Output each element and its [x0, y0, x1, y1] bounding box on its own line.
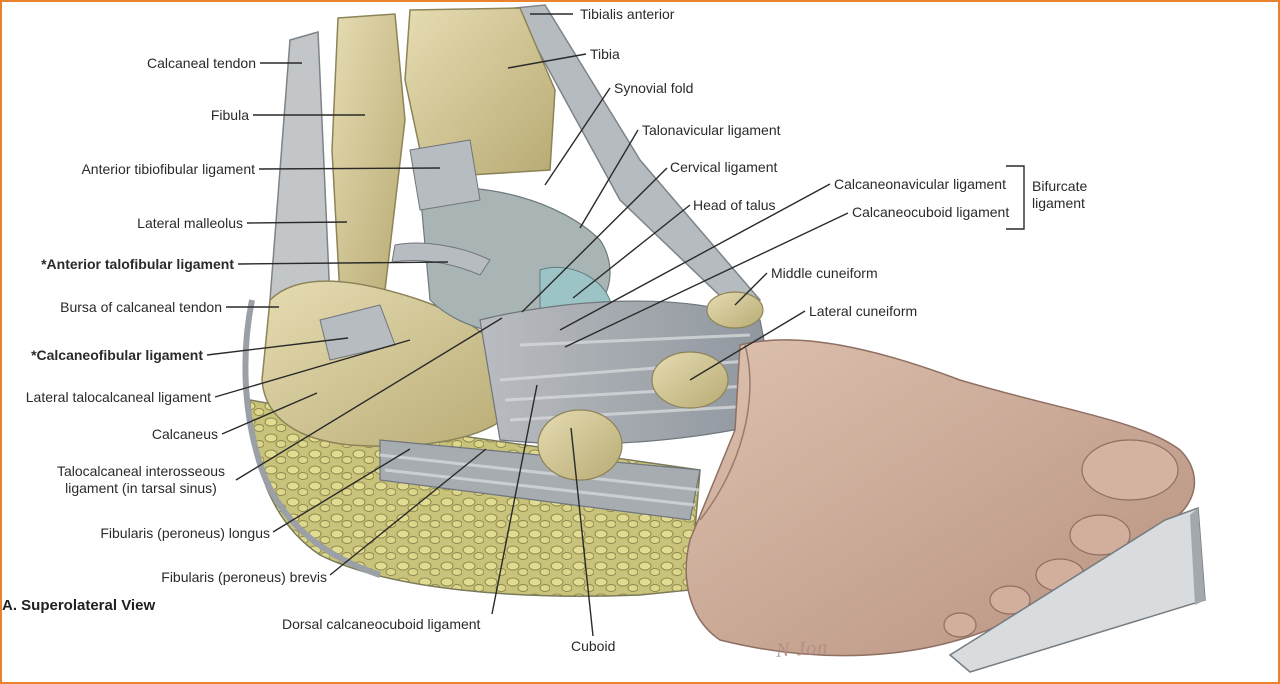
leader-calcaneonavicular-ligament [559, 183, 831, 331]
label-tibia: Tibia [590, 46, 620, 62]
leader-head-of-talus [572, 204, 691, 299]
label-tibialis-anterior: Tibialis anterior [580, 6, 675, 22]
label-synovial-fold: Synovial fold [614, 80, 694, 96]
label-talonavicular-ligament: Talonavicular ligament [642, 122, 781, 138]
label-calcaneal-tendon: Calcaneal tendon [147, 55, 256, 71]
leader-calcaneus [221, 392, 318, 435]
label-talocalcaneal-interosseous-ligament: Talocalcaneal interosseous ligament (in … [56, 463, 226, 496]
bifurcate-label-line1: Bifurcate [1032, 178, 1088, 194]
label-calcaneofibular-ligament: *Calcaneofibular ligament [31, 347, 203, 363]
leader-cervical-ligament [521, 167, 668, 313]
tibia-bone [404, 7, 556, 176]
leg-outline [269, 4, 762, 332]
label-calcaneocuboid-ligament: Calcaneocuboid ligament [852, 204, 1010, 220]
ankle-ligaments [319, 139, 491, 361]
bifurcate-ligament-label: Bifurcate ligament [1032, 178, 1112, 212]
label-fibularis-brevis: Fibularis (peroneus) brevis [161, 569, 327, 585]
label-middle-cuneiform: Middle cuneiform [771, 265, 878, 281]
label-anterior-tibiofibular-ligament: Anterior tibiofibular ligament [81, 161, 255, 177]
support-board [948, 506, 1206, 673]
leader-cuboid [570, 427, 594, 637]
label-lateral-malleolus: Lateral malleolus [137, 215, 243, 231]
leader-talonavicular-ligament [579, 129, 639, 229]
label-lateral-talocalcaneal-ligament: Lateral talocalcaneal ligament [25, 389, 211, 405]
artist-signature: N Jon [775, 636, 829, 662]
leader-talocalcaneal-interosseous-ligament [235, 317, 503, 481]
label-anterior-talofibular-ligament: *Anterior talofibular ligament [41, 256, 234, 272]
leader-fibularis-brevis [329, 448, 487, 576]
label-fibula: Fibula [210, 107, 249, 123]
leader-anterior-talofibular-ligament [237, 261, 449, 265]
leader-dorsal-calcaneocuboid-ligament [491, 384, 538, 615]
label-bursa-of-calcaneal-tendon: Bursa of calcaneal tendon [60, 299, 222, 315]
leader-lateral-cuneiform [689, 310, 806, 381]
midfoot-ligaments [379, 300, 781, 521]
bifurcate-label-line2: ligament [1032, 195, 1085, 211]
label-head-of-talus: Head of talus [693, 197, 776, 213]
plantar-fat-pad [242, 299, 701, 597]
leader-middle-cuneiform [734, 272, 768, 306]
label-calcaneonavicular-ligament: Calcaneonavicular ligament [834, 176, 1006, 192]
leader-calcaneocuboid-ligament [564, 212, 849, 348]
label-calcaneus: Calcaneus [151, 426, 218, 442]
leader-tibia [507, 53, 587, 69]
label-cuboid: Cuboid [571, 638, 616, 654]
leader-fibularis-longus [272, 448, 411, 533]
label-dorsal-calcaneocuboid-ligament: Dorsal calcaneocuboid ligament [282, 616, 481, 632]
leader-anterior-tibiofibular-ligament [258, 167, 441, 170]
leader-lateral-talocalcaneal-ligament [214, 339, 411, 398]
leader-calcaneofibular-ligament [206, 337, 349, 356]
figure-caption: A. Superolateral View [2, 597, 156, 614]
label-cervical-ligament: Cervical ligament [670, 159, 778, 175]
label-fibularis-longus: Fibularis (peroneus) longus [100, 525, 270, 541]
bifurcate-bracket [1006, 165, 1025, 230]
leader-lateral-malleolus [246, 221, 348, 224]
label-lateral-cuneiform: Lateral cuneiform [809, 303, 918, 319]
leader-synovial-fold [544, 87, 611, 186]
